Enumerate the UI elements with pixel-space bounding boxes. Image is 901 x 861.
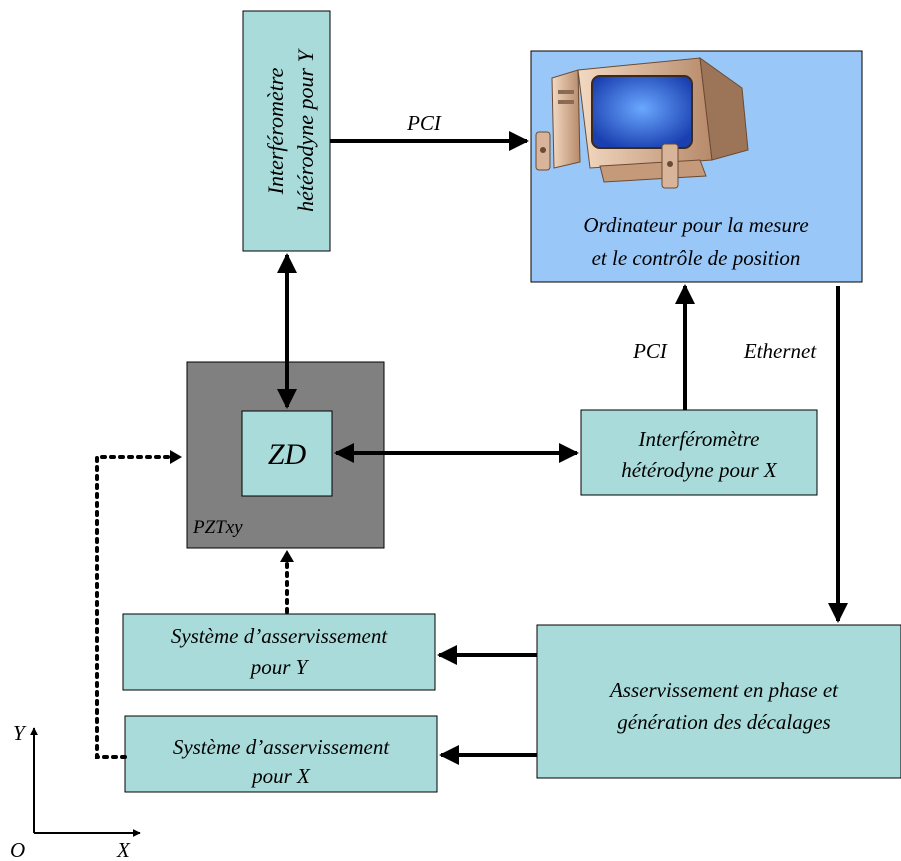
servo-y-line1: Système d’asservissement xyxy=(171,624,389,648)
zd-label: ZD xyxy=(268,438,307,471)
computer-line2: et le contrôle de position xyxy=(592,246,801,270)
pci-top-label: PCI xyxy=(406,111,442,135)
phase-servo-line1: Asservissement en phase et xyxy=(608,678,839,702)
servo-y-dotted-arrowhead xyxy=(280,550,294,562)
computer-icon xyxy=(535,56,749,189)
servo-x-line1: Système d’asservissement xyxy=(173,735,391,759)
phase-servo-line2: génération des décalages xyxy=(617,710,830,734)
coordinate-axes: Y X O xyxy=(10,721,141,861)
x-axis-label: X xyxy=(116,838,131,861)
origin-label: O xyxy=(10,838,25,861)
interferometer-x-box: Interféromètre hétérodyne pour X xyxy=(580,409,818,496)
interferometer-x-line2: hétérodyne pour X xyxy=(621,458,778,482)
servo-x-dotted-arrowhead xyxy=(170,450,182,464)
y-axis-label: Y xyxy=(13,721,27,745)
computer-line1: Ordinateur pour la mesure xyxy=(583,213,808,237)
zd-box: ZD xyxy=(241,410,333,497)
interferometer-y-line1: Interféromètre xyxy=(263,67,288,195)
servo-x-box: Système d’asservissement pour X xyxy=(124,715,438,793)
dotted-connectors xyxy=(95,455,289,759)
ethernet-label: Ethernet xyxy=(743,339,817,363)
interferometer-x-line1: Interféromètre xyxy=(638,427,760,451)
phase-servo-box: Asservissement en phase et génération de… xyxy=(536,624,901,779)
servo-x-line2: pour X xyxy=(250,764,311,788)
computer-box: Ordinateur pour la mesure et le contrôle… xyxy=(530,50,863,283)
interferometer-y-box: Interféromètre hétérodyne pour Y xyxy=(242,10,331,252)
pci-right-label: PCI xyxy=(632,339,668,363)
servo-x-dotted-link xyxy=(95,455,170,759)
interferometer-y-line2: hétérodyne pour Y xyxy=(293,47,318,211)
servo-y-box: Système d’asservissement pour Y xyxy=(122,613,436,691)
servo-y-line2: pour Y xyxy=(249,655,310,679)
connectors xyxy=(277,131,848,765)
pztxy-label: PZTxy xyxy=(192,517,243,538)
